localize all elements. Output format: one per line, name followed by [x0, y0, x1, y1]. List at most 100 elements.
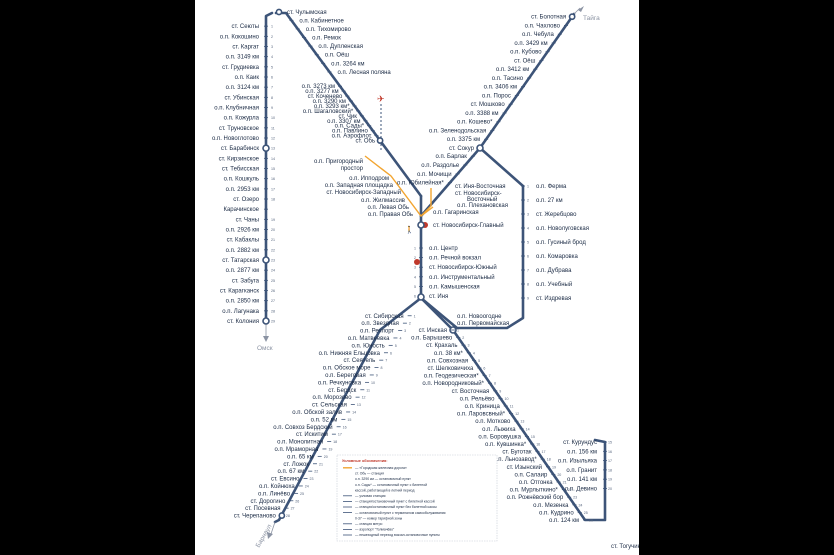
junction-node [568, 13, 576, 21]
zone-number: 22 [568, 488, 572, 492]
station-label: простор [341, 166, 364, 172]
zone-number: 4 [473, 351, 475, 355]
station-label: ст. Тогучин [611, 544, 639, 550]
station-label: о.п. 3406 км [484, 85, 517, 91]
station-label: о.п. Матвеевка [348, 336, 390, 342]
zone-number: 5 [395, 344, 397, 348]
zone-number: 6 [390, 351, 392, 355]
junction-node [275, 8, 283, 16]
station-label: ст. Забуга [232, 278, 260, 284]
station-label: о.п. Береговая [325, 373, 366, 379]
zone-number: 15 [608, 441, 612, 445]
station-label: о.п. Речной вокзал [429, 255, 481, 262]
zone-number: 14 [526, 427, 530, 431]
zone-number: 20 [557, 473, 561, 477]
zone-number: 16 [271, 177, 275, 181]
zone-number: 28 [271, 309, 275, 313]
station-label: ст. Черепаново [234, 514, 277, 520]
zone-number: 2 [409, 322, 411, 326]
station-label: о.п. Учебный [536, 281, 572, 288]
zone-number: 2 [414, 256, 416, 260]
station-label: ст. Татарская [222, 258, 259, 264]
zone-number: 25 [271, 279, 275, 283]
zone-number: 16 [536, 443, 540, 447]
station-label: о.п. Боровушка [478, 434, 521, 440]
zone-number: 15 [531, 435, 535, 439]
zone-number: 1 [457, 329, 459, 333]
zone-number: 23 [310, 477, 314, 481]
zone-number: 5 [271, 65, 273, 69]
zone-number: 15 [271, 167, 275, 171]
station-label: ст. Карагканск [220, 289, 260, 295]
pedestrian-icon: 🚶 [405, 225, 414, 234]
metro-icon [414, 259, 420, 265]
station-label: ст. Буготак [502, 450, 532, 456]
station-label: о.п. Кошкуль [224, 177, 259, 183]
legend-item: — пешеходный переход вокзал-остановочные… [355, 533, 440, 537]
zone-number: 7 [271, 86, 273, 90]
zone-number: 6 [483, 367, 485, 371]
zone-number: 13 [520, 420, 524, 424]
zone-number: 25 [300, 492, 304, 496]
junction-node [476, 144, 484, 152]
station-label: о.п. Мочищи [417, 172, 452, 178]
zone-number: 19 [328, 447, 332, 451]
zone-number: 3 [414, 266, 416, 270]
zone-number: 26 [271, 289, 275, 293]
zone-number: 25 [584, 511, 588, 515]
station-label: ст. Иня [429, 294, 448, 300]
station-label: о.п. Комаровка [536, 254, 578, 260]
station-label: о.п. Пригородный [314, 158, 363, 165]
zone-number: 24 [578, 503, 582, 507]
junction-node [417, 293, 425, 301]
station-label: о.п. Юность [352, 343, 385, 349]
zone-number: 14 [352, 410, 356, 414]
station-label: о.п. Левая Обь [368, 205, 409, 211]
station-label: о.п. Кубово [510, 50, 542, 56]
junction-node [262, 317, 270, 325]
station-label: о.п. Лыжиха [482, 427, 516, 433]
station-label: ст. Евсино [271, 477, 300, 483]
zone-number: 9 [527, 297, 529, 301]
station-label: о.п. 156 км [567, 449, 597, 455]
zone-number: 26 [589, 519, 593, 523]
station-label: о.п. Морозово [312, 395, 352, 401]
zone-number: 1 [414, 247, 416, 251]
station-label: о.п. Мотково [475, 419, 511, 425]
station-label: о.п. Чахлово [525, 23, 561, 29]
zone-number: 4 [399, 336, 401, 340]
station-label: ст. Издревая [536, 296, 571, 302]
station-label: ст. Новосибирск- [455, 191, 502, 197]
station-label: о.п. Гагаринская [433, 210, 479, 216]
station-label: о.п. Сады* [335, 124, 365, 130]
zone-number: 8 [494, 382, 496, 386]
zone-number: 12 [362, 396, 366, 400]
station-label: о.п. Шагаловский* [303, 108, 354, 115]
zone-number: 18 [547, 458, 551, 462]
station-label: о.п. Ларовсвный* [457, 411, 506, 418]
station-label: о.п. 2953 км [226, 187, 259, 193]
zone-number: 5 [527, 241, 529, 245]
station-label: о.п. Тасино [492, 76, 524, 82]
station-label: ст. Сельская [312, 403, 347, 409]
zone-number: 6 [527, 255, 529, 259]
zone-number: 11 [510, 405, 514, 409]
east-loop-track [419, 146, 525, 330]
junction-node [262, 144, 270, 152]
station-label: о.п. Оёш [325, 53, 350, 59]
zone-number: 3 [271, 45, 273, 49]
zone-number: 7 [527, 269, 529, 273]
station-label: ст. Труновское [219, 126, 260, 132]
zone-number: 13 [271, 147, 275, 151]
station-label: о.п. Кувшинка* [485, 442, 527, 448]
legend-item: о.п. Сады* — остановочный пункт с билетн… [355, 483, 427, 487]
station-label: о.п. Речкуновка [318, 380, 362, 386]
station-label: о.п. Отгонка [519, 480, 553, 486]
station-label: о.п. Жилмассив [361, 198, 405, 204]
station-label: о.п. Правая Обь [368, 212, 413, 218]
zone-number: 4 [527, 227, 529, 231]
legend-item: — «Городская железная дорога» [355, 466, 407, 470]
zone-number: 26 [295, 499, 299, 503]
station-label: ст. Оёш [514, 58, 535, 64]
airport-icon: ✈ [377, 95, 385, 105]
